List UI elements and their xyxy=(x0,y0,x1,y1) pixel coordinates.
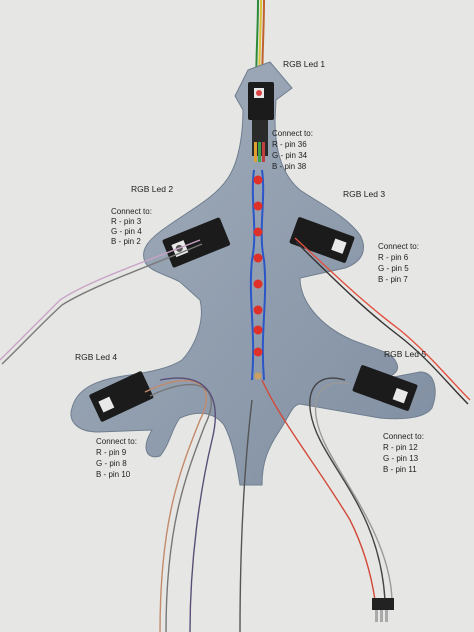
led2-r-pin: R - pin 3 xyxy=(111,217,142,226)
led2-g-pin: G - pin 4 xyxy=(111,227,142,236)
led2-b-pin: B - pin 2 xyxy=(111,237,141,246)
led4-r-pin: R - pin 9 xyxy=(96,448,127,457)
center-blue-wires xyxy=(249,169,267,381)
led3-connect-label: Connect to: xyxy=(378,242,419,251)
red-leds xyxy=(253,175,263,380)
led2-connect-label: Connect to: xyxy=(111,207,152,216)
led1-module xyxy=(248,82,274,162)
led5-r-pin: R - pin 12 xyxy=(383,443,418,452)
pin-connector xyxy=(372,598,394,622)
led2-title: RGB Led 2 xyxy=(131,184,174,194)
led2-module xyxy=(162,217,231,268)
led5-g-pin: G - pin 13 xyxy=(383,454,419,463)
led4-connect-label: Connect to: xyxy=(96,437,137,446)
led3-r-pin: R - pin 6 xyxy=(378,253,409,262)
led4-module xyxy=(89,371,154,422)
led3-module xyxy=(289,217,355,263)
led1-r-pin: R - pin 36 xyxy=(272,140,307,149)
led1-g-pin: G - pin 34 xyxy=(272,151,308,160)
led5-module xyxy=(352,365,418,411)
led4-b-pin: B - pin 10 xyxy=(96,470,131,479)
led4-title: RGB Led 4 xyxy=(75,352,118,362)
led5-title: RGB Led 5 xyxy=(384,349,427,359)
led4-g-pin: G - pin 8 xyxy=(96,459,127,468)
led1-title: RGB Led 1 xyxy=(283,59,326,69)
external-wires xyxy=(0,237,471,632)
led1-b-pin: B - pin 38 xyxy=(272,162,307,171)
led3-g-pin: G - pin 5 xyxy=(378,264,409,273)
led1-connect-label: Connect to: xyxy=(272,129,313,138)
led3-b-pin: B - pin 7 xyxy=(378,275,408,284)
led5-b-pin: B - pin 11 xyxy=(383,465,417,474)
led5-connect-label: Connect to: xyxy=(383,432,424,441)
led3-title: RGB Led 3 xyxy=(343,189,386,199)
